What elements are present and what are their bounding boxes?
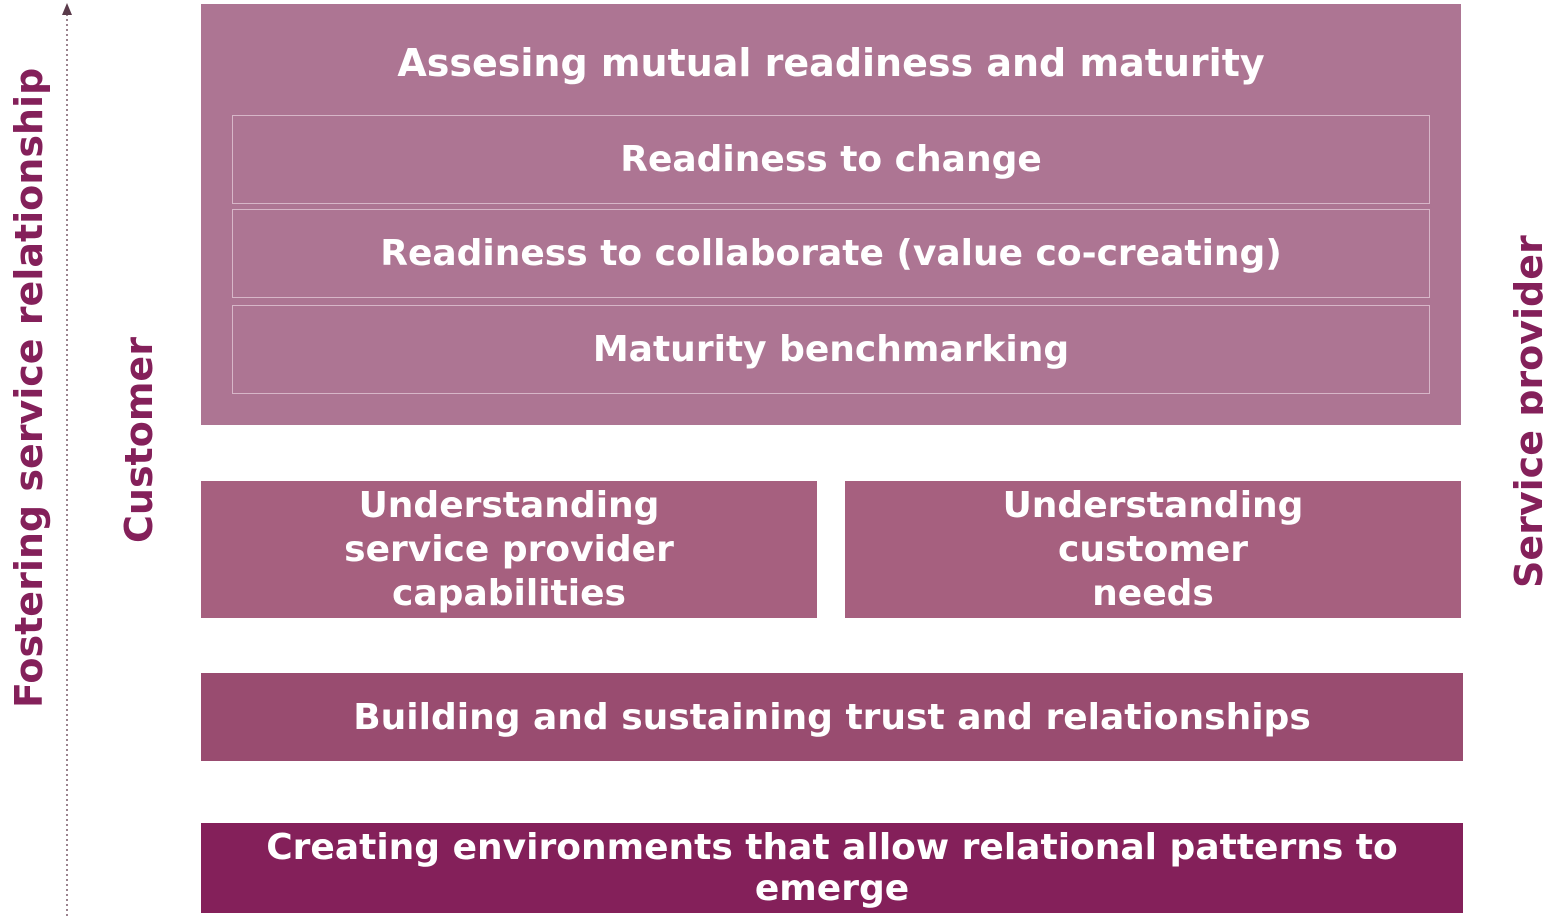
readiness-to-change-box: Readiness to change: [232, 115, 1430, 204]
provider-capabilities-box: Understanding service provider capabilit…: [201, 481, 817, 618]
relational-environment-box: Creating environments that allow relatio…: [201, 823, 1463, 913]
readiness-maturity-block: Assesing mutual readiness and maturity R…: [201, 4, 1461, 425]
arrow-head-icon: [62, 3, 72, 15]
readiness-to-collaborate-box: Readiness to collaborate (value co-creat…: [232, 209, 1430, 298]
readiness-maturity-title: Assesing mutual readiness and maturity: [397, 41, 1265, 85]
fostering-relationship-label: Fostering service relationship: [7, 67, 51, 708]
provider-capabilities-text: Understanding service provider capabilit…: [344, 484, 674, 614]
service-provider-label: Service provider: [1507, 235, 1543, 588]
customer-label: Customer: [117, 337, 161, 543]
customer-needs-box: Understanding customer needs: [845, 481, 1461, 618]
customer-needs-text: Understanding customer needs: [1002, 484, 1304, 614]
vertical-axis-arrow: [62, 3, 72, 917]
maturity-benchmarking-box: Maturity benchmarking: [232, 305, 1430, 394]
trust-relationships-box: Building and sustaining trust and relati…: [201, 673, 1463, 761]
